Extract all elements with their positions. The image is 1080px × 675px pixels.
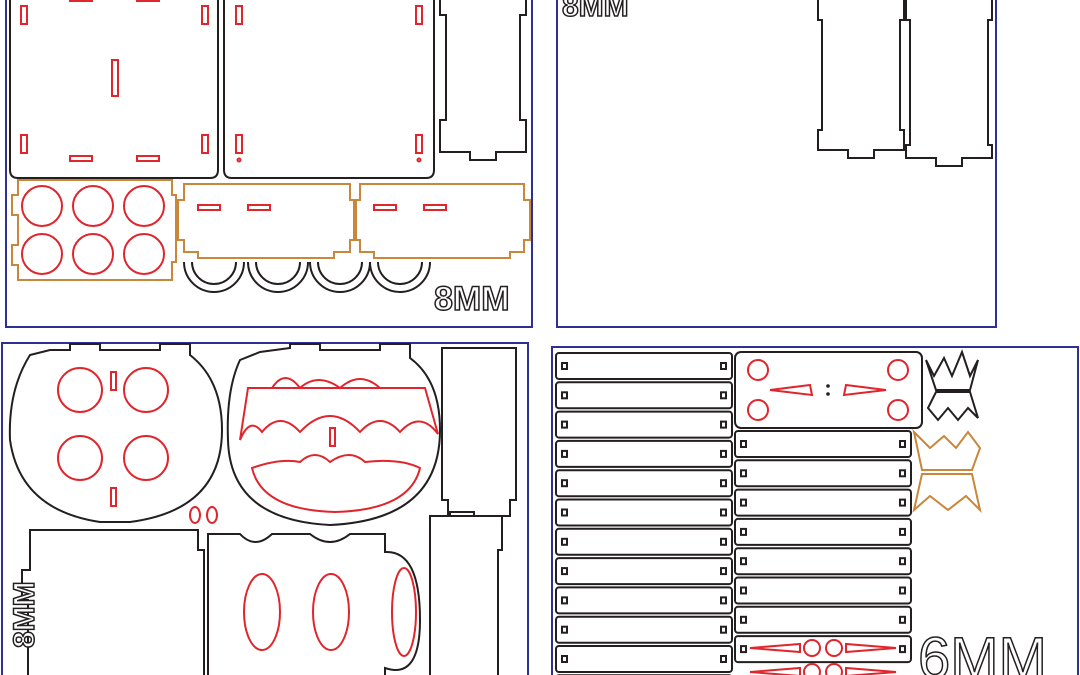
strip-piece	[555, 352, 733, 380]
panel-frame	[5, 0, 533, 328]
decorated-strip	[734, 351, 923, 429]
tabbed-side-piece	[441, 347, 517, 517]
strip-piece	[555, 498, 733, 527]
crown-icon	[912, 428, 982, 514]
decorated-strip	[749, 639, 897, 675]
gear-disc-piece	[8, 343, 224, 524]
panel-frame	[551, 346, 1079, 675]
strip-piece	[734, 517, 912, 546]
strip-piece	[734, 547, 912, 576]
strip-piece	[555, 557, 733, 586]
square-piece	[9, 0, 219, 179]
strip-piece	[555, 586, 733, 615]
strip-piece	[555, 645, 733, 673]
circle-holder-piece	[11, 179, 177, 281]
strip-piece	[734, 576, 912, 605]
tabbed-side-piece	[429, 511, 503, 675]
strip-piece	[734, 430, 912, 458]
strip-column-left	[555, 352, 733, 675]
panel-bottom-left: 8MM	[1, 342, 529, 675]
strip-piece	[555, 469, 733, 498]
strip-piece	[555, 410, 733, 439]
strip-piece	[555, 381, 733, 410]
box-side-piece	[21, 529, 205, 675]
strip-piece	[555, 615, 733, 644]
thickness-label: 8MM	[434, 280, 510, 318]
strip-piece	[555, 527, 733, 556]
strip-column-right	[734, 430, 912, 664]
square-piece	[223, 0, 435, 179]
arc-strip-piece	[183, 261, 431, 293]
rail-piece	[353, 183, 531, 259]
thickness-label: 8MM	[8, 581, 41, 648]
panel-frame	[1, 342, 529, 675]
crown-icon	[925, 349, 979, 422]
thickness-label: 6MM	[918, 626, 1047, 675]
ellipse-sheet-piece	[207, 533, 422, 675]
panel-top-right: 8MM	[556, 0, 997, 328]
strip-piece	[734, 488, 912, 517]
rail-piece	[177, 183, 357, 259]
tabbed-side-piece	[439, 0, 527, 161]
strip-piece	[734, 459, 912, 488]
panel-frame	[556, 0, 997, 328]
strip-piece	[734, 635, 912, 664]
tabbed-side-piece	[817, 0, 905, 159]
strip-piece	[734, 605, 912, 634]
panel-bottom-right: 6MM	[551, 346, 1079, 675]
panel-top-left: 8MM	[5, 0, 533, 328]
thickness-label: 8MM	[562, 0, 629, 23]
strip-piece	[555, 439, 733, 468]
gear-disc-piece	[226, 343, 442, 527]
tabbed-side-piece	[905, 0, 993, 167]
